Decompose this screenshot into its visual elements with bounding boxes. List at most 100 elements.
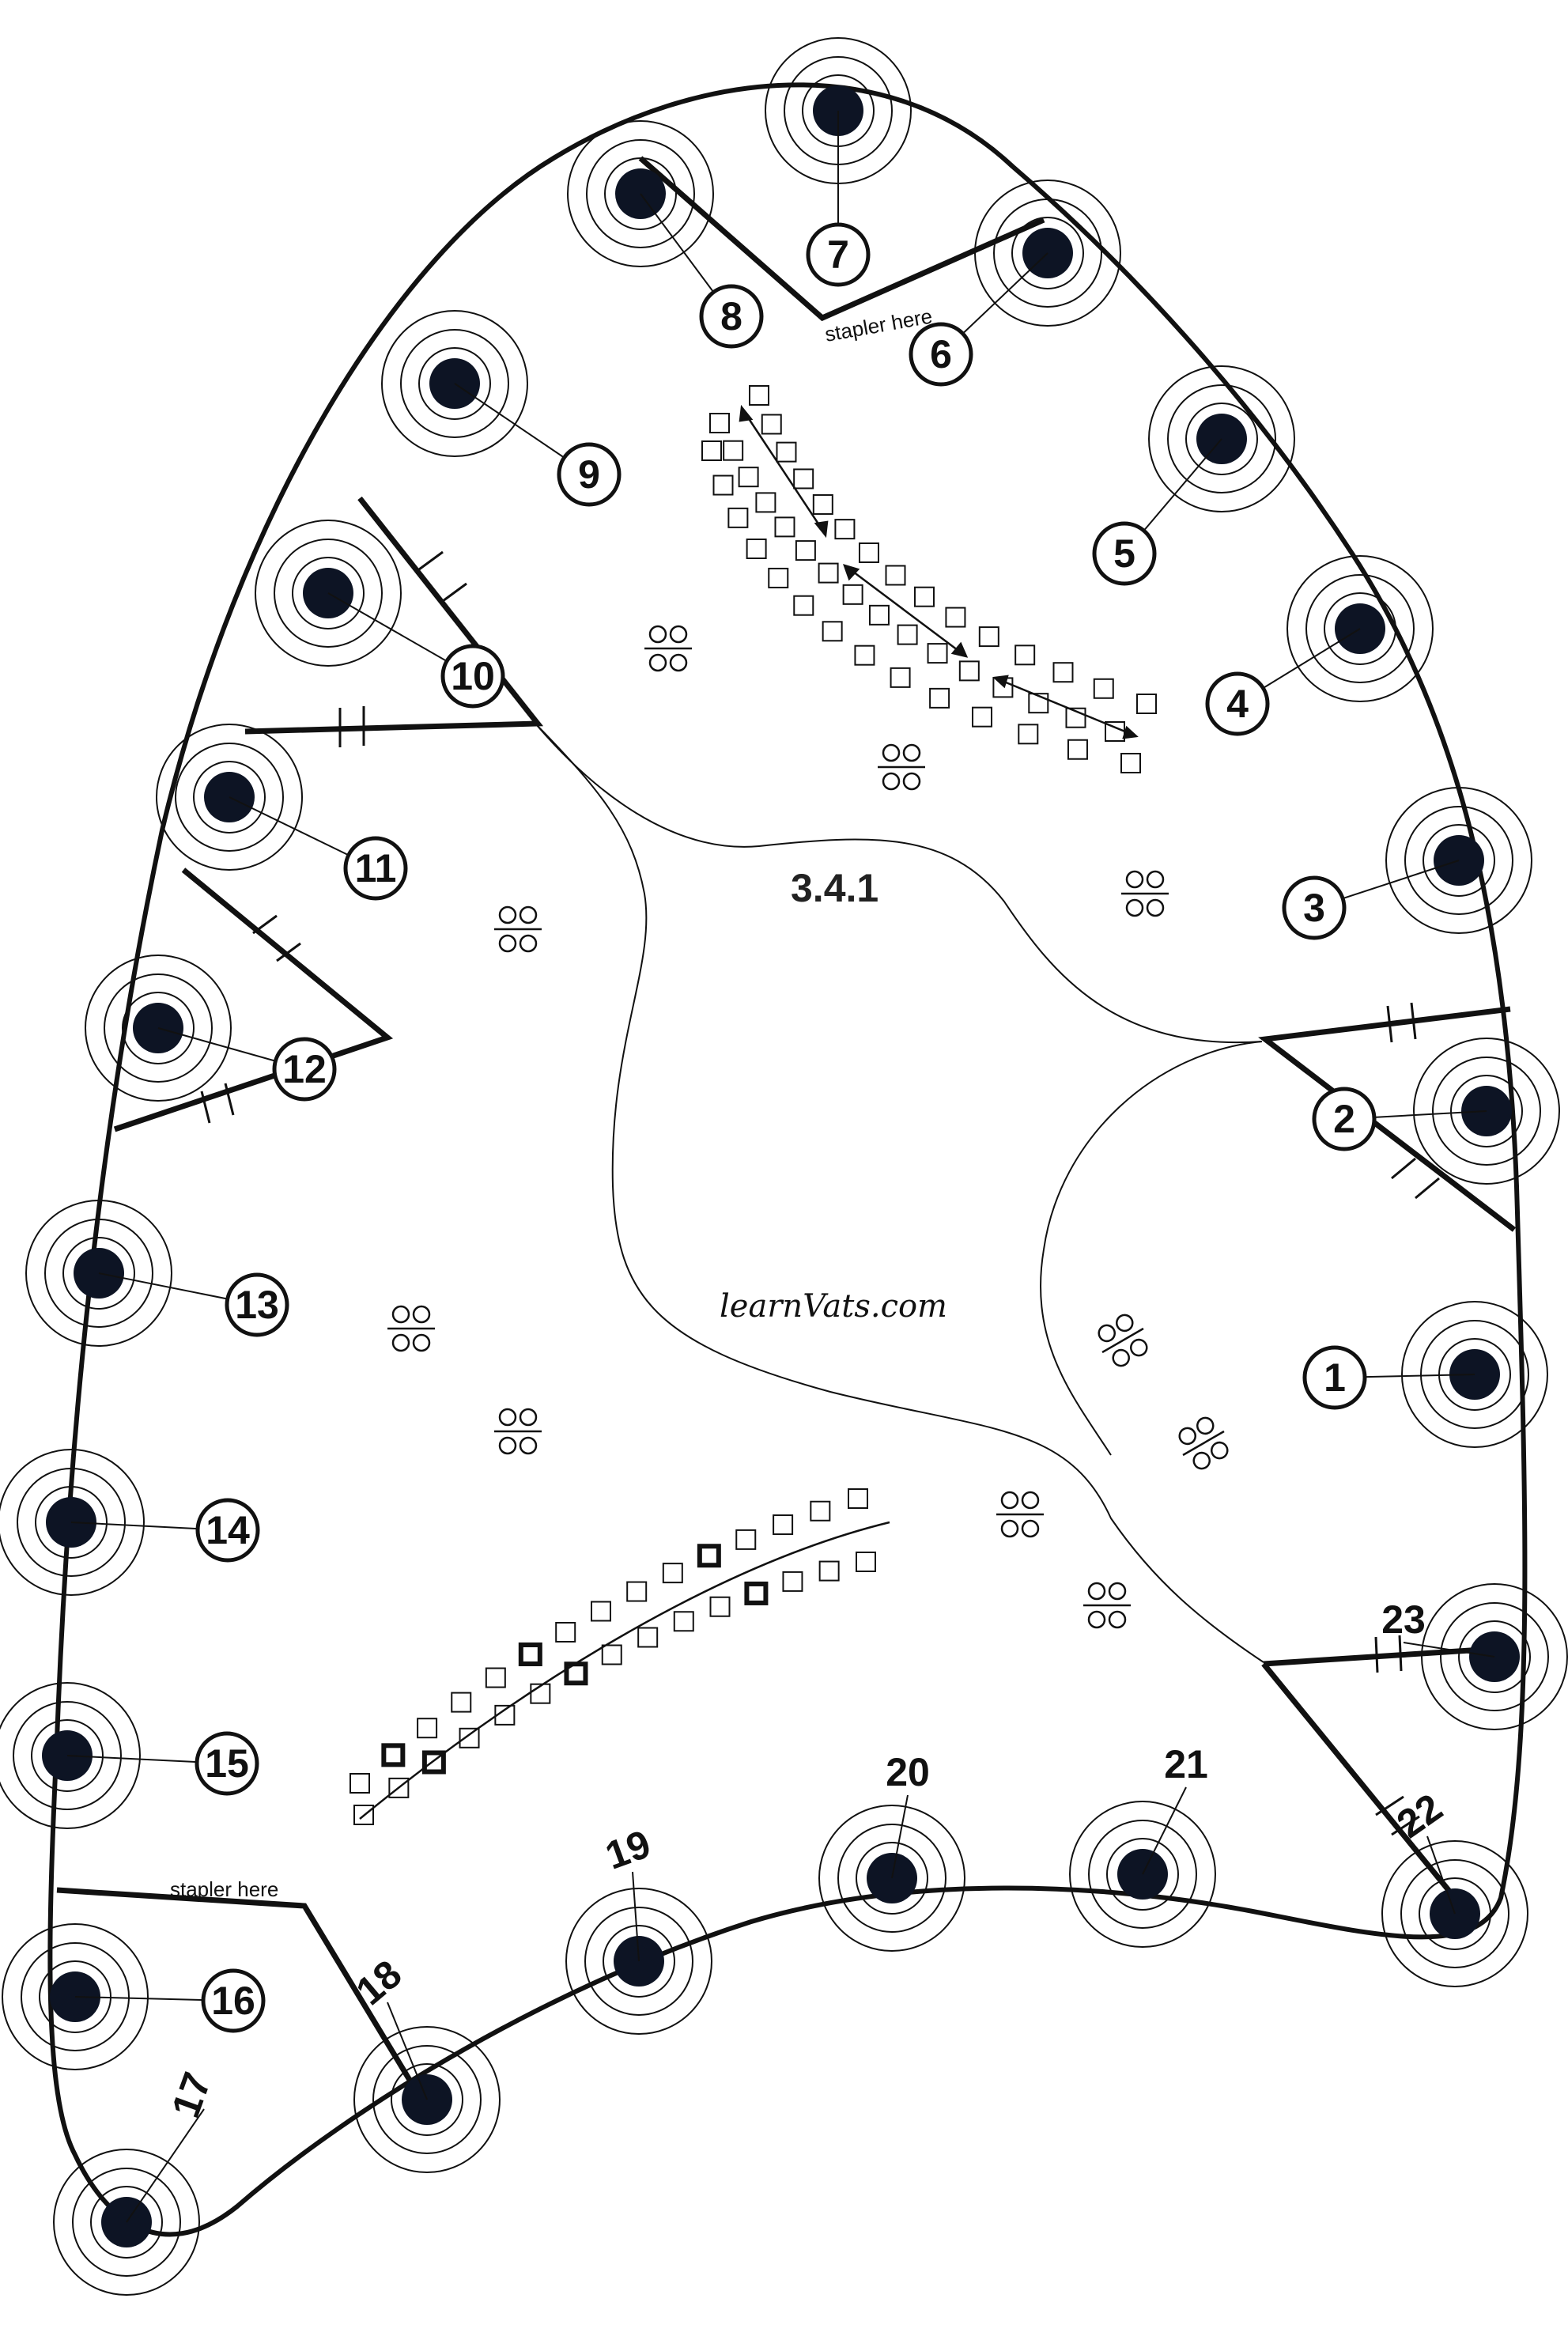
upper-square-row-2-square	[1028, 693, 1049, 714]
circle-cluster-7	[996, 1491, 1044, 1538]
marker-label-8: 8	[720, 294, 742, 338]
upper-square-row-2-square	[842, 584, 863, 605]
lower-square-row-1-square	[518, 1642, 542, 1666]
marker-label-23: 23	[1381, 1597, 1426, 1642]
marker-16: 16	[74, 1968, 266, 2033]
marker-label-20: 20	[886, 1750, 930, 1794]
lower-arc-line-1	[359, 1521, 890, 1820]
double-arrows	[739, 404, 1139, 739]
upper-square-row-1-square	[812, 493, 833, 515]
brand-label: learnVats.com	[720, 1288, 947, 1325]
upper-square-row-1	[749, 385, 1157, 714]
upper-square-row-1-square	[1014, 645, 1036, 666]
lower-square-row-2-square	[709, 1596, 731, 1617]
upper-arc-curve	[535, 724, 1263, 1044]
marker-label-15: 15	[205, 1741, 249, 1786]
marker-20: 20	[886, 1750, 930, 1879]
upper-square-row-3-square	[854, 645, 875, 666]
lower-square-row-2-square	[673, 1611, 694, 1632]
lower-square-row-1-square	[773, 1514, 794, 1536]
upper-square-row-1-square	[885, 565, 906, 586]
upper-square-row-3-square	[1120, 753, 1141, 773]
marker-9: 9	[454, 383, 622, 507]
lower-square-row-1-square	[626, 1581, 648, 1602]
upper-square-row-3-square	[727, 507, 749, 528]
stapler-label-bottom: stapler here	[170, 1877, 278, 1901]
marker-label-14: 14	[206, 1508, 250, 1552]
upper-square-row-3-square	[929, 687, 950, 709]
lower-square-row-1-square	[417, 1718, 438, 1739]
circle-cluster-8	[1083, 1582, 1131, 1629]
lower-square-row-1-square	[697, 1544, 721, 1568]
upper-square-row-2-square	[709, 413, 730, 433]
upper-square-row-3-square	[1067, 739, 1088, 760]
marker-1: 1	[1302, 1345, 1475, 1410]
lower-square-row-1-square	[848, 1488, 868, 1509]
circle-cluster-4	[494, 905, 542, 953]
marker-label-21: 21	[1164, 1742, 1208, 1786]
marker-label-5: 5	[1113, 531, 1135, 576]
upper-square-row-2-square	[723, 440, 744, 461]
marker-label-3: 3	[1303, 886, 1325, 930]
upper-square-row-1-square	[761, 414, 782, 435]
lower-square-row-1-square	[451, 1692, 472, 1713]
marker-7: 7	[806, 111, 871, 287]
upper-square-row-1-square	[1052, 662, 1074, 683]
target-12	[85, 955, 232, 1102]
lower-square-row-2-square	[782, 1571, 803, 1592]
upper-square-row-2-square	[755, 492, 776, 513]
marker-label-7: 7	[827, 232, 849, 277]
marker-10: 10	[327, 592, 505, 709]
marker-label-4: 4	[1226, 682, 1249, 726]
marker-6: 6	[909, 252, 1048, 387]
circle-cluster-5	[387, 1305, 435, 1352]
upper-square-row-1-square	[749, 385, 769, 406]
upper-square-row-1-square	[1093, 678, 1114, 699]
marker-2: 2	[1312, 1087, 1487, 1151]
marker-12: 12	[157, 1027, 337, 1102]
marker-3: 3	[1282, 860, 1460, 940]
marker-label-13: 13	[235, 1283, 279, 1327]
marker-8: 8	[640, 193, 764, 349]
lower-square-row-2-square	[601, 1644, 622, 1665]
marker-label-10: 10	[451, 654, 495, 698]
upper-square-row-3-square	[1018, 724, 1039, 745]
marker-label-6: 6	[930, 332, 952, 376]
lower-square-row-1-square	[485, 1667, 506, 1688]
lower-square-row-2-square	[744, 1581, 769, 1605]
marker-label-12: 12	[282, 1047, 327, 1091]
upper-square-row-1-square	[945, 607, 966, 628]
lower-square-row-2-square	[530, 1683, 551, 1704]
upper-square-row-2-square	[738, 467, 759, 488]
lower-square-row-1-square	[555, 1621, 576, 1643]
circle-cluster-symbols	[387, 625, 1229, 1629]
marker-5: 5	[1092, 438, 1222, 586]
upper-square-row-2-square	[795, 540, 816, 561]
upper-square-row-3-square	[793, 595, 814, 616]
marker-21: 21	[1142, 1742, 1208, 1875]
marker-label-9: 9	[578, 452, 600, 497]
lower-square-row-1	[349, 1488, 868, 1794]
lower-square-row-2	[353, 1552, 876, 1825]
circle-cluster-1	[644, 625, 692, 672]
circle-cluster-10	[1178, 1416, 1229, 1470]
upper-square-row-1-square	[913, 586, 935, 607]
upper-square-row-2-square	[927, 643, 948, 664]
hash-marks	[200, 550, 1440, 1836]
upper-square-row-3-square	[972, 706, 993, 728]
lower-square-row-2-square	[818, 1560, 840, 1582]
marker-13: 13	[98, 1272, 289, 1337]
upper-square-row-2-square	[992, 677, 1014, 698]
marker-label-1: 1	[1324, 1355, 1346, 1400]
circle-cluster-9	[1098, 1314, 1148, 1367]
lower-square-row-1-square	[662, 1563, 683, 1584]
marker-15: 15	[66, 1731, 259, 1796]
upper-square-row-2-square	[1105, 721, 1125, 742]
lower-square-row-1-square	[349, 1773, 370, 1794]
marker-11: 11	[229, 796, 408, 901]
upper-square-row-3-square	[712, 474, 734, 496]
lower-square-row-2-square	[459, 1727, 480, 1748]
marker-14: 14	[70, 1498, 260, 1563]
